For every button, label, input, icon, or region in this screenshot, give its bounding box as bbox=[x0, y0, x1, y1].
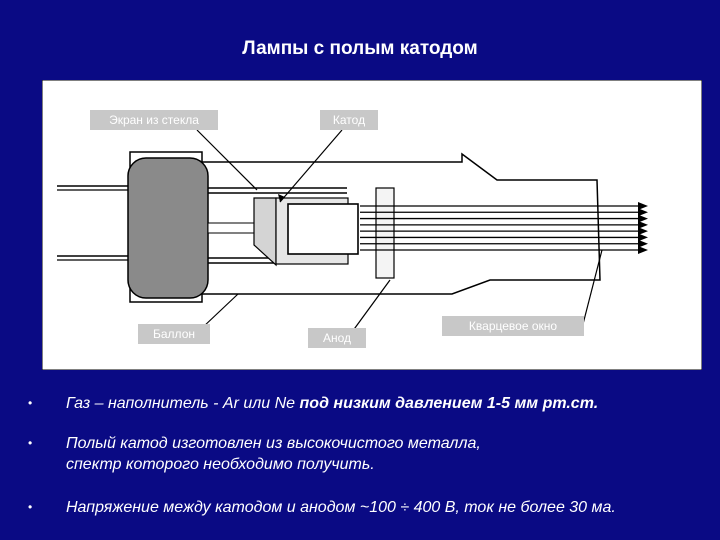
screen-label-box bbox=[90, 110, 218, 130]
anode-rod bbox=[207, 222, 257, 234]
anode-label: Анод bbox=[323, 331, 351, 345]
bullet-cathode: • Полый катод изготовлен из высокочистог… bbox=[28, 433, 708, 475]
anode-leader-line bbox=[351, 279, 391, 333]
bullet-voltage-text: Напряжение между катодом и анодом ~100 ÷… bbox=[66, 499, 616, 516]
hollow-cathode-body bbox=[253, 197, 277, 267]
bullet-voltage: • Напряжение между катодом и анодом ~100… bbox=[28, 497, 708, 518]
window-label: Кварцевое окно bbox=[469, 319, 557, 333]
bullet-marker: • bbox=[28, 396, 33, 410]
bullet-gas-text: Газ – наполнитель - Ar или Ne bbox=[66, 395, 300, 412]
slide-title: Лампы с полым катодом bbox=[242, 38, 478, 59]
screen-label: Экран из стекла bbox=[109, 113, 199, 127]
bullet-cathode-line2: спектр которого необходимо получить. bbox=[66, 456, 375, 473]
emission-ray-arrowhead bbox=[638, 239, 648, 248]
hollow-cathode-lamp-diagram: Экран из стекла Катод Баллон Анод Кварце… bbox=[42, 80, 702, 370]
cathode-arrowhead bbox=[278, 194, 285, 202]
bullet-list: • Газ – наполнитель - Ar или Ne под низк… bbox=[28, 393, 708, 537]
bullet-gas: • Газ – наполнитель - Ar или Ne под низк… bbox=[28, 393, 708, 414]
window-label-box bbox=[442, 316, 584, 336]
emission-ray-arrowhead bbox=[638, 246, 648, 254]
emission-ray-arrowhead bbox=[638, 214, 648, 223]
cathode-label-box bbox=[320, 110, 378, 130]
emission-ray-arrowhead bbox=[638, 233, 648, 242]
emission-ray-arrowhead bbox=[638, 208, 648, 217]
balloon-label: Баллон bbox=[153, 327, 195, 341]
emission-ray-arrowhead bbox=[638, 227, 648, 236]
bullet-cathode-line1: Полый катод изготовлен из высокочистого … bbox=[66, 435, 481, 452]
cathode-label: Катод bbox=[333, 113, 365, 127]
cathode-leader-line bbox=[279, 129, 343, 203]
emission-ray-arrowhead bbox=[638, 220, 648, 229]
lamp-envelope bbox=[129, 151, 601, 303]
window-leader-line bbox=[581, 249, 603, 329]
lamp-base-block bbox=[127, 157, 209, 299]
emission-ray-arrowhead bbox=[638, 202, 648, 210]
quartz-window bbox=[375, 187, 395, 279]
bullet-gas-highlight: под низким давлением 1-5 мм рт.ст. bbox=[299, 395, 599, 412]
hollow-cathode-cavity bbox=[287, 203, 359, 255]
balloon-label-box bbox=[138, 324, 210, 344]
screen-leader-line bbox=[196, 129, 258, 191]
emission-rays bbox=[360, 202, 648, 254]
bullet-marker: • bbox=[28, 500, 33, 514]
bullet-marker: • bbox=[28, 436, 33, 450]
anode-label-box bbox=[308, 328, 366, 348]
balloon-leader-line bbox=[201, 293, 239, 329]
